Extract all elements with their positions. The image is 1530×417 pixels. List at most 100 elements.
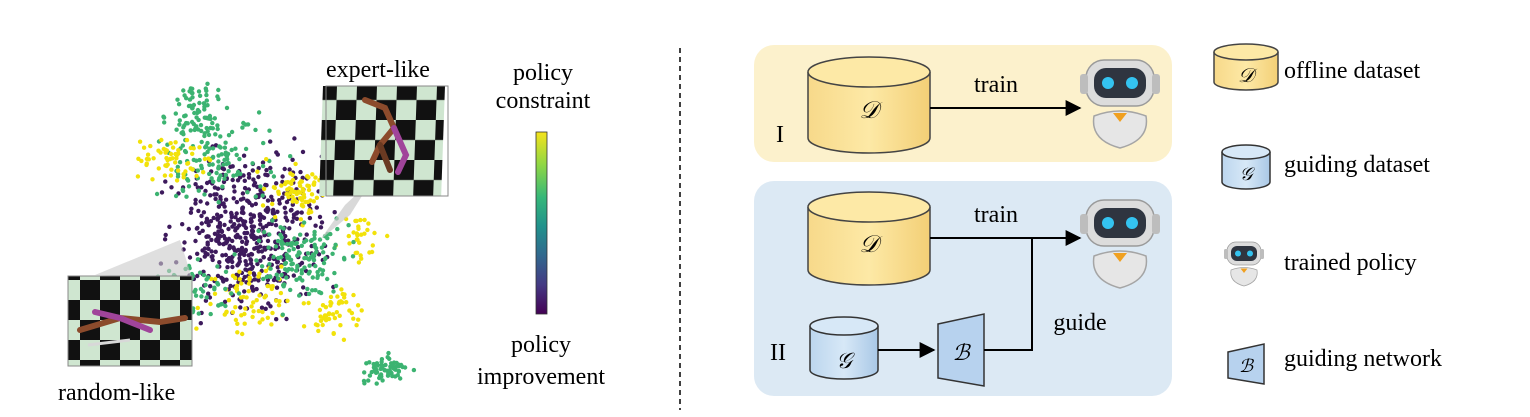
scatter-point xyxy=(270,209,275,215)
scatter-point xyxy=(209,276,214,282)
scatter-point xyxy=(169,185,174,190)
scatter-point xyxy=(365,227,370,233)
scatter-point xyxy=(222,236,228,241)
scatter-point xyxy=(313,223,318,228)
scatter-point xyxy=(260,193,265,198)
scatter-point xyxy=(216,215,221,220)
scatter-point xyxy=(137,139,143,144)
scatter-point xyxy=(206,291,211,296)
scatter-point xyxy=(235,330,240,335)
scatter-point xyxy=(284,316,289,322)
scatter-point xyxy=(291,246,296,252)
scatter-point xyxy=(190,95,195,100)
scatter-point xyxy=(188,145,193,151)
scatter-point xyxy=(254,298,259,303)
scatter-point xyxy=(233,234,238,239)
scatter-point xyxy=(248,258,254,263)
legend-symbol-1: 𝒟 xyxy=(1238,63,1258,87)
scatter-point xyxy=(185,161,190,166)
scatter-point xyxy=(237,156,242,162)
scatter-point xyxy=(203,144,209,149)
scatter-point xyxy=(225,157,230,162)
scatter-point xyxy=(351,292,356,298)
colorbar-bottom-label-line1: policy xyxy=(511,332,571,358)
scatter-point xyxy=(215,186,221,191)
scatter-point xyxy=(266,207,271,212)
scatter-point xyxy=(272,215,278,220)
scatter-point xyxy=(203,298,209,303)
scatter-point xyxy=(226,133,232,138)
scatter-point xyxy=(290,177,296,183)
scatter-point xyxy=(199,294,204,299)
scatter-point xyxy=(298,169,303,175)
legend-cylinder-blue-icon xyxy=(1221,144,1271,190)
scatter-point xyxy=(290,261,295,266)
scatter-point xyxy=(385,233,390,239)
scatter-point xyxy=(226,255,232,261)
scatter-point xyxy=(163,163,168,168)
legend: 𝒟 offline dataset 𝒢 guiding dataset trai… xyxy=(1213,43,1442,385)
scatter-point xyxy=(256,228,261,234)
scatter-point xyxy=(201,210,207,215)
scatter-point xyxy=(162,237,168,242)
scatter-point xyxy=(218,234,223,239)
scatter-point xyxy=(205,149,210,155)
scatter-point xyxy=(212,231,218,236)
scatter-point xyxy=(253,194,258,199)
random-like-label: random-like xyxy=(58,380,175,406)
scatter-point xyxy=(265,283,270,289)
scatter-point xyxy=(318,318,324,323)
scatter-point xyxy=(197,157,202,163)
scatter-point xyxy=(251,309,256,314)
scatter-point xyxy=(151,156,156,161)
scatter-point xyxy=(226,298,232,303)
scatter-point xyxy=(173,140,178,145)
scatter-point xyxy=(254,258,259,263)
panel-ii-guide-label: guide xyxy=(1053,310,1106,336)
scatter-point xyxy=(303,199,308,205)
scatter-point xyxy=(268,165,273,171)
scatter-point xyxy=(289,187,294,192)
scatter-point xyxy=(287,226,292,231)
scatter-point xyxy=(237,259,242,264)
scatter-point xyxy=(311,257,317,263)
scatter-point xyxy=(332,210,337,215)
scatter-point xyxy=(260,317,265,322)
scatter-point xyxy=(297,196,303,201)
scatter-point xyxy=(209,254,214,259)
scatter-point xyxy=(277,299,282,304)
scatter-point xyxy=(260,214,265,220)
scatter-point xyxy=(232,252,237,257)
scatter-point xyxy=(231,245,236,250)
scatter-point xyxy=(210,162,215,167)
scatter-point xyxy=(243,249,248,254)
scatter-point xyxy=(281,226,286,231)
scatter-point xyxy=(161,115,167,120)
scatter-point xyxy=(332,315,338,321)
scatter-point xyxy=(340,300,345,305)
scatter-point xyxy=(279,272,284,278)
scatter-point xyxy=(275,265,280,270)
scatter-point xyxy=(204,88,209,94)
scatter-point xyxy=(372,230,377,236)
scatter-point xyxy=(249,252,255,257)
scatter-point xyxy=(199,128,204,134)
scatter-point xyxy=(317,214,323,220)
scatter-point xyxy=(366,378,371,383)
scatter-point xyxy=(183,169,188,174)
scatter-point xyxy=(184,137,190,143)
scatter-point xyxy=(299,268,304,273)
scatter-point xyxy=(180,222,185,227)
scatter-point xyxy=(254,286,259,292)
scatter-point xyxy=(145,152,151,157)
scatter-point xyxy=(230,259,235,265)
scatter-point xyxy=(236,291,242,296)
scatter-point xyxy=(258,222,263,227)
scatter-point xyxy=(223,209,228,214)
scatter-point xyxy=(294,211,299,216)
scatter-point xyxy=(212,291,218,296)
scatter-point xyxy=(242,321,247,326)
scatter-point xyxy=(194,173,199,179)
scatter-point xyxy=(362,231,367,236)
legend-trapezoid-icon xyxy=(1227,343,1265,385)
